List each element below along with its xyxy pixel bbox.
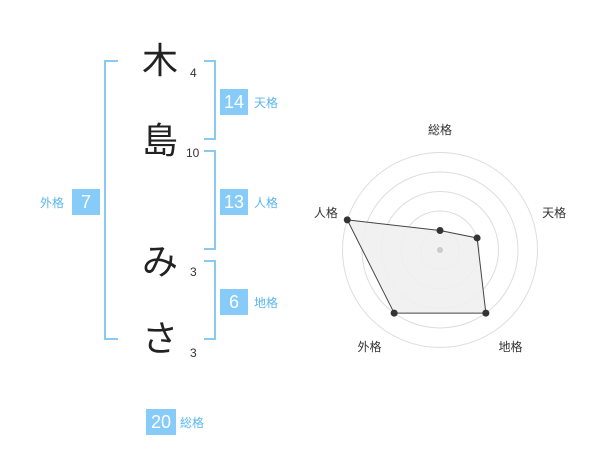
chikaku-value: 6 — [220, 289, 248, 315]
stroke-count-4: 3 — [190, 346, 197, 360]
radar-point-5 — [343, 216, 351, 224]
radar-points — [343, 216, 490, 317]
radar-point-2 — [473, 234, 481, 242]
tenkaku-bracket — [204, 60, 216, 140]
radar-point-1 — [436, 227, 444, 234]
gaikaku-label: 外格 — [40, 196, 65, 210]
radar-axis-label-4: 外格 — [357, 339, 381, 354]
chikaku-label: 地格 — [254, 296, 279, 310]
name-char-4: さ — [141, 319, 178, 360]
name-char-2: 島 — [141, 121, 178, 162]
radar-center — [437, 247, 443, 253]
stroke-count-2: 10 — [186, 146, 200, 160]
gaikaku-bracket — [104, 60, 118, 340]
radar-point-3 — [482, 309, 490, 317]
stroke-count-1: 4 — [190, 66, 197, 80]
radar-axis-label-1: 総格 — [428, 122, 452, 137]
jinkaku-value: 13 — [220, 189, 248, 215]
radar-area — [346, 219, 487, 314]
gaikaku-value: 7 — [72, 189, 100, 215]
soukaku-label: 総格 — [180, 416, 205, 430]
jinkaku-bracket — [204, 150, 216, 250]
name-char-3: み — [141, 242, 178, 283]
radar-axis-label-5: 人格 — [314, 205, 338, 220]
soukaku-value: 20 — [146, 409, 176, 435]
radar-axis-label-3: 地格 — [499, 339, 523, 354]
tenkaku-value: 14 — [220, 89, 248, 115]
radar-axis-label-2: 天格 — [542, 205, 566, 220]
radar-ring — [342, 152, 538, 348]
name-char-1: 木 — [141, 41, 178, 82]
jinkaku-label: 人格 — [254, 196, 279, 210]
chikaku-bracket — [204, 260, 216, 340]
tenkaku-label: 天格 — [254, 96, 279, 110]
stroke-count-3: 3 — [190, 265, 197, 279]
radar-point-4 — [390, 309, 398, 317]
